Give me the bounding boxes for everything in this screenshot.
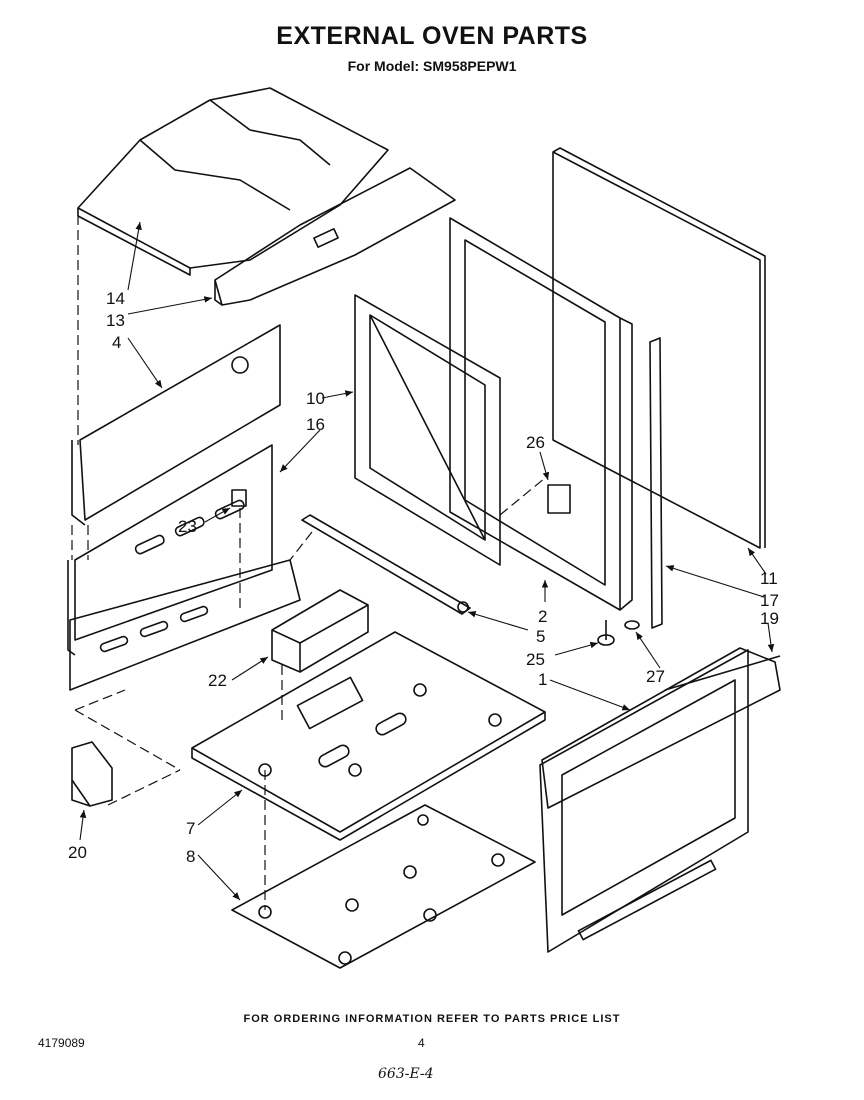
ordering-note: FOR ORDERING INFORMATION REFER TO PARTS … — [243, 1013, 621, 1025]
callout-20: 20 — [68, 843, 87, 862]
callout-10: 10 — [306, 389, 325, 408]
callout-13: 13 — [106, 311, 125, 330]
part-top-cover — [77, 87, 389, 276]
callout-16: 16 — [306, 415, 325, 434]
callout-2: 2 — [538, 607, 547, 626]
callout-11: 11 — [760, 569, 778, 588]
part-base-plate — [231, 804, 536, 969]
exploded-parts-diagram: 14 13 4 10 16 23 26 2 5 25 1 22 11 17 19… — [67, 87, 781, 969]
callout-4: 4 — [112, 333, 121, 352]
part-outer-door-glass — [552, 147, 766, 549]
part-door-trim — [649, 337, 663, 629]
part-oven-door — [539, 647, 781, 953]
callout-27: 27 — [646, 667, 665, 686]
part-bracket — [71, 741, 113, 807]
part-hinge — [597, 620, 640, 646]
callout-23: 23 — [178, 517, 197, 536]
part-door-frame — [449, 217, 633, 611]
part-bottom-tray — [191, 631, 546, 841]
part-upper-back-panel — [71, 324, 281, 526]
model-number: For Model: SM958PEPW1 — [347, 58, 517, 74]
callout-25: 25 — [526, 650, 545, 669]
page-title: EXTERNAL OVEN PARTS — [276, 22, 588, 50]
part-top-rear-panel — [214, 167, 456, 306]
callout-14: 14 — [106, 289, 125, 308]
callout-26: 26 — [526, 433, 545, 452]
part-wiring-cover — [271, 589, 369, 673]
callout-7: 7 — [186, 819, 195, 838]
callout-17: 17 — [760, 591, 779, 610]
part-bottom-side-panel — [69, 559, 301, 691]
part-inner-window-panel — [354, 294, 501, 566]
handwritten-code: 663-E-4 — [378, 1066, 434, 1082]
part-lower-back-panel — [67, 444, 273, 656]
callout-19: 19 — [760, 609, 779, 628]
page-number: 4 — [418, 1036, 425, 1050]
callout-22: 22 — [208, 671, 227, 690]
callout-1: 1 — [538, 670, 547, 689]
callout-5: 5 — [536, 627, 545, 646]
callout-8: 8 — [186, 847, 195, 866]
document-number: 4179089 — [38, 1036, 85, 1050]
part-rail — [301, 514, 471, 615]
